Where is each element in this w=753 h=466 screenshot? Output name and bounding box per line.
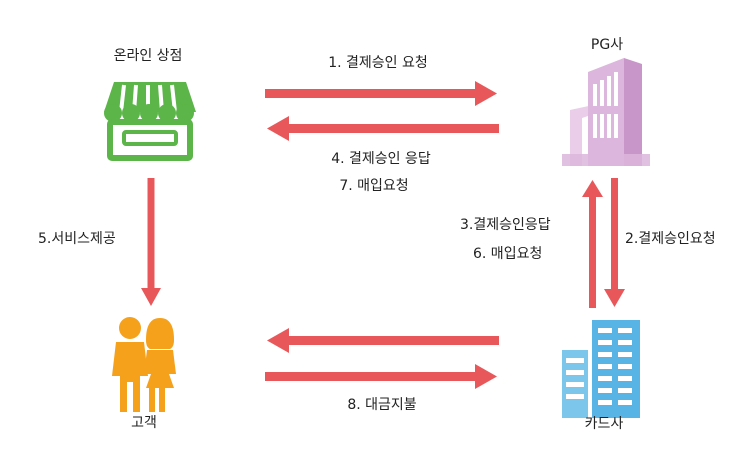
- edge-label-card-to-pg-1: 3.결제승인응답: [460, 217, 551, 233]
- arrow-card-to-customer: [267, 328, 499, 353]
- arrow-card-to-pg: [582, 180, 603, 308]
- arrow-pg-to-card: [604, 178, 625, 307]
- edge-label-card-to-pg-2: 6. 매입요청: [473, 246, 543, 262]
- arrow-shop-to-customer: [141, 178, 161, 306]
- storefront-icon: [104, 82, 196, 161]
- node-label-pg: PG사: [590, 37, 624, 53]
- arrow-pg-to-shop: [267, 116, 499, 141]
- edge-label-pg-to-shop-1: 4. 결제승인 응답: [331, 151, 431, 167]
- node-label-card: 카드사: [584, 416, 624, 432]
- office-building-icon: [562, 58, 650, 166]
- arrow-shop-to-pg: [265, 81, 497, 106]
- edge-label-pg-to-shop-2: 7. 매입요청: [339, 178, 409, 194]
- arrow-customer-to-card: [265, 364, 497, 389]
- node-label-customer: 고객: [131, 415, 157, 431]
- edge-label-shop-to-customer: 5.서비스제공: [38, 231, 116, 247]
- edge-label-customer-to-card: 8. 대금지불: [347, 397, 417, 413]
- node-label-shop: 온라인 상점: [113, 48, 183, 64]
- edge-label-shop-to-pg: 1. 결제승인 요청: [328, 55, 428, 71]
- office-building-icon: [562, 320, 640, 418]
- edge-label-pg-to-card: 2.결제승인요청: [625, 231, 716, 247]
- couple-icon: [112, 317, 176, 412]
